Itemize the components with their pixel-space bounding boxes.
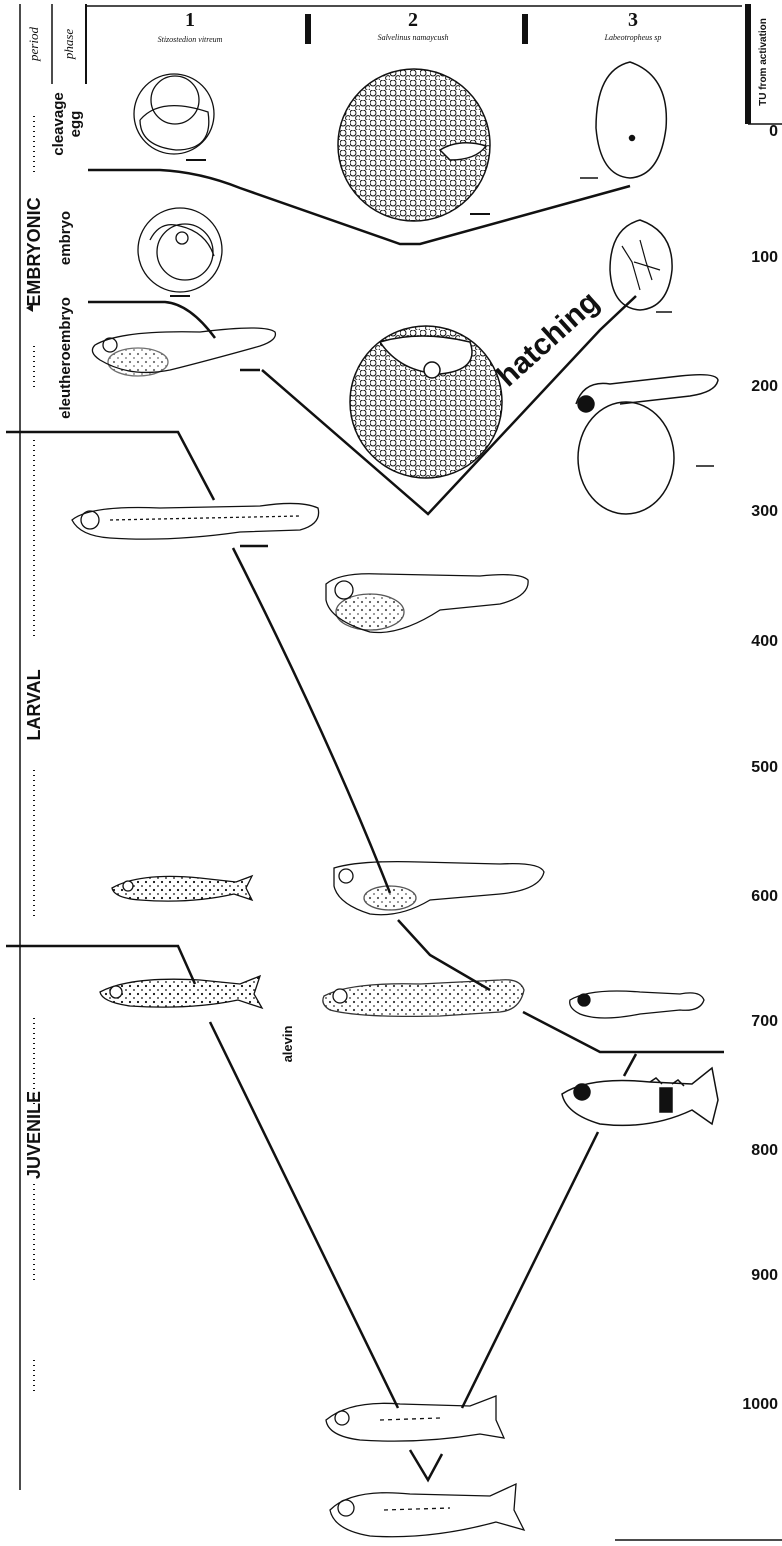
- period-header: period: [26, 27, 41, 62]
- embryonic-larval-boundary: [6, 432, 214, 500]
- alevin-label: alevin: [280, 1026, 295, 1063]
- period-juvenile: JUVENILE: [24, 1091, 44, 1179]
- species3-juvenile-diagonal: [462, 1132, 598, 1408]
- species2-hatching-egg-illustration: [350, 326, 502, 478]
- species1-embryo-illustration: [138, 208, 222, 296]
- phase-eleutheroembryo: eleutheroembryo: [57, 297, 74, 419]
- species1-egg-illustration: [134, 74, 214, 160]
- species1-eleutheroembryo-illustration: [92, 328, 275, 376]
- species3-egg-illustration: [580, 62, 666, 178]
- period-larval: LARVAL: [24, 669, 44, 740]
- species2-alevin-illustration: [326, 574, 528, 633]
- time-tick-900: 900: [751, 1267, 778, 1284]
- period-embryonic: EMBRYONIC: [24, 197, 44, 306]
- phase-egg: egg: [67, 111, 84, 138]
- species-1-number: 1: [185, 9, 195, 31]
- adult-convergence: [410, 1450, 442, 1480]
- species-3-number: 3: [628, 9, 638, 31]
- species2-late-alevin-illustration: [334, 862, 544, 915]
- species2-fry-illustration: [323, 980, 524, 1017]
- species2-juvenile-boundary: [523, 1012, 724, 1052]
- time-tick-100: 100: [751, 249, 778, 266]
- species3-embryo-illustration: [610, 220, 672, 312]
- time-tick-200: 200: [751, 378, 778, 395]
- time-tick-300: 300: [751, 503, 778, 520]
- species1-juvenile-illustration: [100, 976, 262, 1008]
- species3-juvenile-boundary: [624, 1054, 636, 1076]
- time-tick-600: 600: [751, 888, 778, 905]
- period-column: EMBRYONIC LARVAL JUVENILE: [24, 116, 44, 1392]
- larval-juvenile-boundary-1: [6, 946, 195, 984]
- phase-cleavage: cleavage: [50, 92, 67, 155]
- time-axis: 0 100 200 300 400 500 600 700 800 900 10…: [742, 123, 778, 1413]
- species2-larval-boundary: [398, 920, 490, 990]
- hatching-label: hatching: [491, 285, 606, 393]
- species1-juvenile-diagonal: [210, 1022, 398, 1408]
- phase-embryo: embryo: [57, 211, 74, 265]
- phase-column: cleavage egg embryo eleutheroembryo: [50, 92, 84, 419]
- species3-larva-illustration: [570, 991, 704, 1018]
- time-tick-500: 500: [751, 759, 778, 776]
- time-tick-700: 700: [751, 1013, 778, 1030]
- time-tick-1000: 1000: [742, 1396, 778, 1413]
- species-1-name: Stizostedion vitreum: [158, 35, 223, 44]
- species3-juvenile-illustration: [562, 1068, 718, 1125]
- juvenile-fish-illustration-1: [326, 1396, 504, 1441]
- juvenile-fish-illustration-2: [330, 1484, 524, 1537]
- header-frame: [20, 4, 782, 1540]
- species1-late-larva-illustration: [112, 876, 252, 901]
- species2-egg-illustration: [338, 69, 490, 221]
- species-2-name: Salvelinus namaycush: [378, 33, 449, 42]
- phase-header: phase: [61, 29, 76, 61]
- time-tick-400: 400: [751, 633, 778, 650]
- species3-eleutheroembryo-illustration: [576, 375, 718, 514]
- time-axis-label: TU from activation: [758, 18, 769, 106]
- species-2-number: 2: [408, 9, 418, 31]
- species-3-name: Labeotropheus sp: [604, 33, 662, 42]
- time-tick-0: 0: [769, 123, 778, 140]
- species1-larva-illustration: [72, 503, 319, 546]
- time-tick-800: 800: [751, 1142, 778, 1159]
